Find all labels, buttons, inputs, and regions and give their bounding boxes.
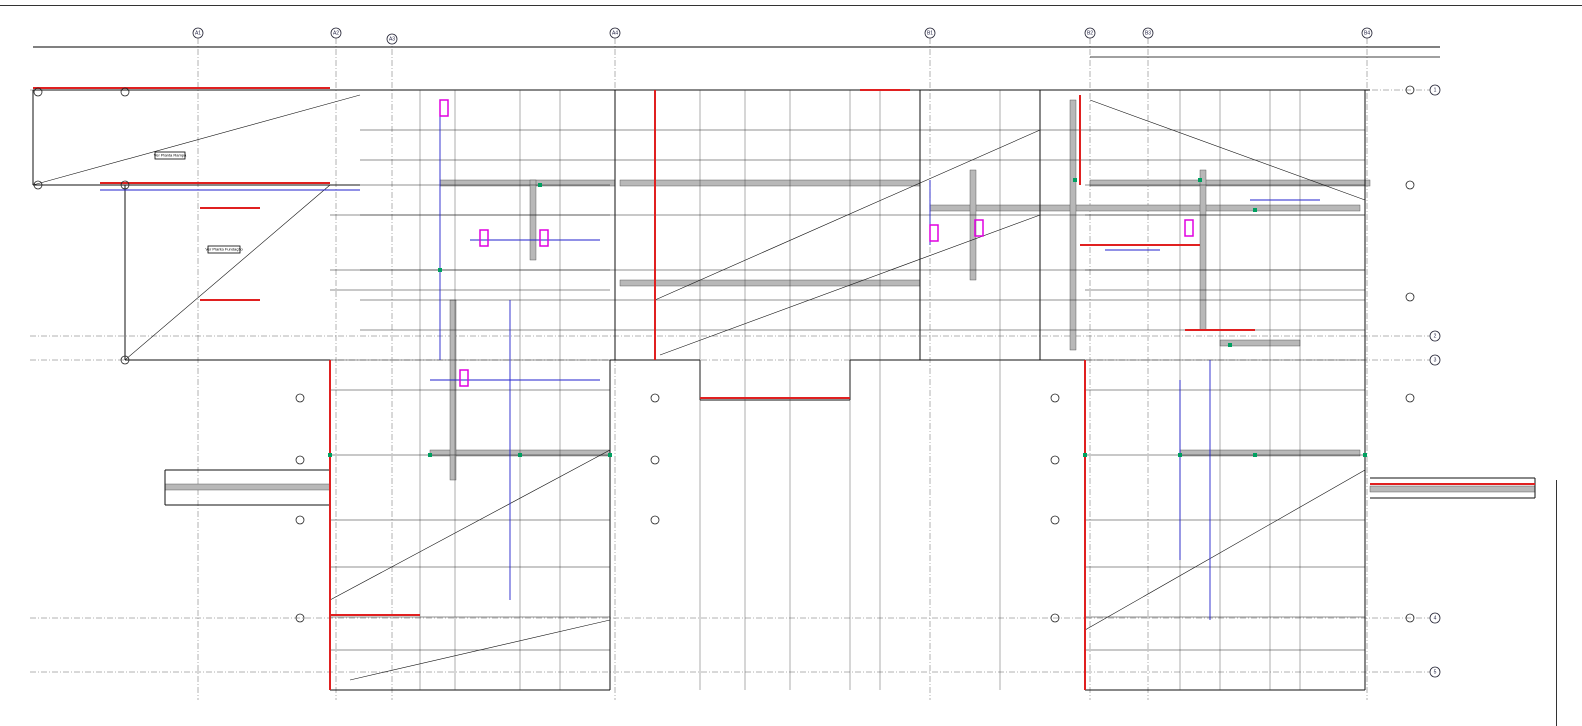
beam [1199, 169, 1207, 331]
column-circle [120, 87, 130, 97]
svg-text:Ver Planta Rampa: Ver Planta Rampa [154, 153, 187, 158]
nodes [33, 85, 1415, 623]
column-circle [1050, 455, 1060, 465]
svg-text:1: 1 [1434, 87, 1437, 93]
beam [619, 179, 921, 187]
green-node [1228, 343, 1232, 347]
green-node [1253, 208, 1257, 212]
grid-bubble-a3: A3 [386, 33, 398, 45]
green-node [518, 453, 522, 457]
svg-text:B3: B3 [1145, 30, 1151, 36]
beam [1069, 99, 1077, 351]
svg-text:A2: A2 [333, 30, 339, 36]
svg-text:4: 4 [1434, 615, 1437, 621]
svg-text:A3: A3 [389, 36, 395, 42]
column-circle [120, 355, 130, 365]
sheet-border-top [0, 5, 1582, 6]
diagonal-line [659, 214, 1041, 356]
svg-text:A4: A4 [612, 30, 618, 36]
column-circle [1405, 292, 1415, 302]
column-circle [1405, 393, 1415, 403]
diagonal-line [654, 129, 1041, 301]
green-node [1073, 178, 1077, 182]
diagonal-line [32, 94, 361, 186]
green-node [608, 453, 612, 457]
grid-bubble-b1: B1 [924, 27, 936, 39]
beam [929, 204, 1361, 212]
column-circle [1050, 613, 1060, 623]
grid-lines [30, 38, 1440, 700]
beam [1369, 485, 1536, 493]
green-node [538, 183, 542, 187]
column-circle [650, 393, 660, 403]
magenta-marker [539, 229, 549, 247]
beam [969, 169, 977, 281]
green-node [1178, 453, 1182, 457]
grid-bubble-1: 1 [1429, 84, 1441, 96]
column-circle [120, 180, 130, 190]
magenta-marker [1184, 219, 1194, 237]
grid-bubble-b4: B4 [1361, 27, 1373, 39]
note-ver-planta-fundacao: Ver Planta Fundação [205, 245, 243, 254]
diagonal-line [1089, 99, 1366, 201]
grid-bubble-b3: B3 [1142, 27, 1154, 39]
grid-bubble-5: 5 [1429, 666, 1441, 678]
svg-text:Ver Planta Fundação: Ver Planta Fundação [205, 247, 243, 252]
grid-bubble-a2: A2 [330, 27, 342, 39]
column-circle [295, 455, 305, 465]
green-node [328, 453, 332, 457]
column-circle [1405, 180, 1415, 190]
svg-text:B2: B2 [1087, 30, 1093, 36]
column-circle [295, 393, 305, 403]
grid-bubble-3: 3 [1429, 354, 1441, 366]
svg-text:B1: B1 [927, 30, 933, 36]
grid-bubble-b2: B2 [1084, 27, 1096, 39]
beam [1089, 179, 1371, 187]
svg-text:A1: A1 [195, 30, 201, 36]
grid-bubble-2: 2 [1429, 330, 1441, 342]
beam [529, 179, 537, 261]
beam [619, 279, 921, 287]
diagonal-line [349, 619, 611, 681]
column-circle [1050, 515, 1060, 525]
diagonal-line [329, 449, 611, 601]
column-circle [1405, 613, 1415, 623]
column-circle [295, 515, 305, 525]
beam [164, 483, 331, 491]
svg-text:2: 2 [1434, 333, 1437, 339]
column-circle [33, 87, 43, 97]
note-ver-planta-rampa: Ver Planta Rampa [154, 151, 187, 160]
column-circle [295, 613, 305, 623]
pipes [100, 99, 1320, 620]
grid-bubble-4: 4 [1429, 612, 1441, 624]
column-circle [33, 180, 43, 190]
magenta-marker [929, 224, 939, 242]
walls [33, 87, 1535, 690]
green-node [428, 453, 432, 457]
svg-text:3: 3 [1434, 357, 1437, 363]
diagonal-line [124, 184, 331, 361]
green-node [1363, 453, 1367, 457]
column-circle [650, 515, 660, 525]
grid-bubble-a1: A1 [192, 27, 204, 39]
grid-bubble-a4: A4 [609, 27, 621, 39]
svg-text:5: 5 [1434, 669, 1437, 675]
svg-text:B4: B4 [1364, 30, 1370, 36]
column-circle [650, 455, 660, 465]
green-node [1198, 178, 1202, 182]
green-node [1083, 453, 1087, 457]
magenta-marker [439, 99, 449, 117]
diagonal-line [1084, 469, 1366, 631]
magenta-marker [974, 219, 984, 237]
magenta-marker [479, 229, 489, 247]
green-node [438, 268, 442, 272]
sheet-border-right [1556, 480, 1557, 726]
column-circle [1050, 393, 1060, 403]
column-circle [1405, 85, 1415, 95]
green-node [1253, 453, 1257, 457]
magenta-marker [459, 369, 469, 387]
